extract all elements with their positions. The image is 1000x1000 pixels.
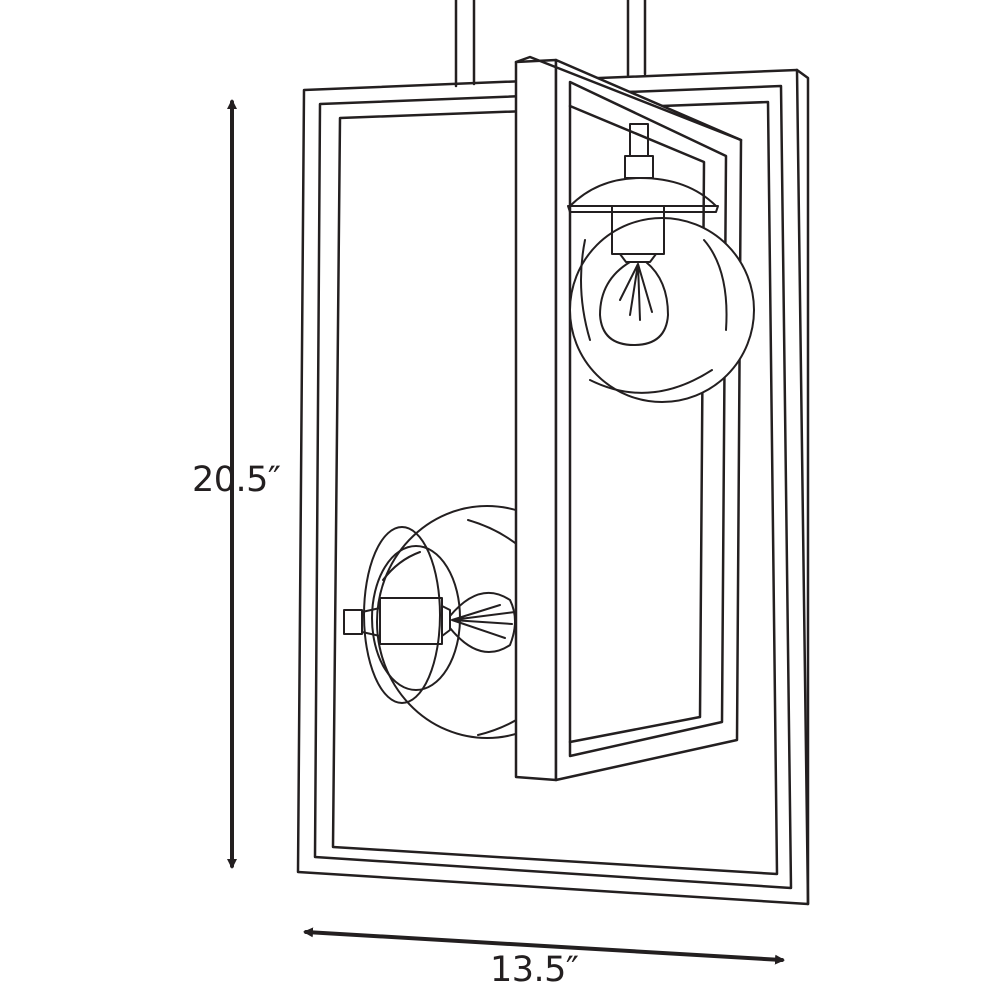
height-dimension-label: 20.5″ <box>192 460 281 500</box>
upper-globe <box>567 123 755 403</box>
suspension-rods <box>454 0 647 88</box>
width-dimension-label: 13.5″ <box>490 950 579 990</box>
width-dimension <box>303 927 785 965</box>
hinged-frame <box>514 55 743 782</box>
width-arrow <box>303 927 785 965</box>
